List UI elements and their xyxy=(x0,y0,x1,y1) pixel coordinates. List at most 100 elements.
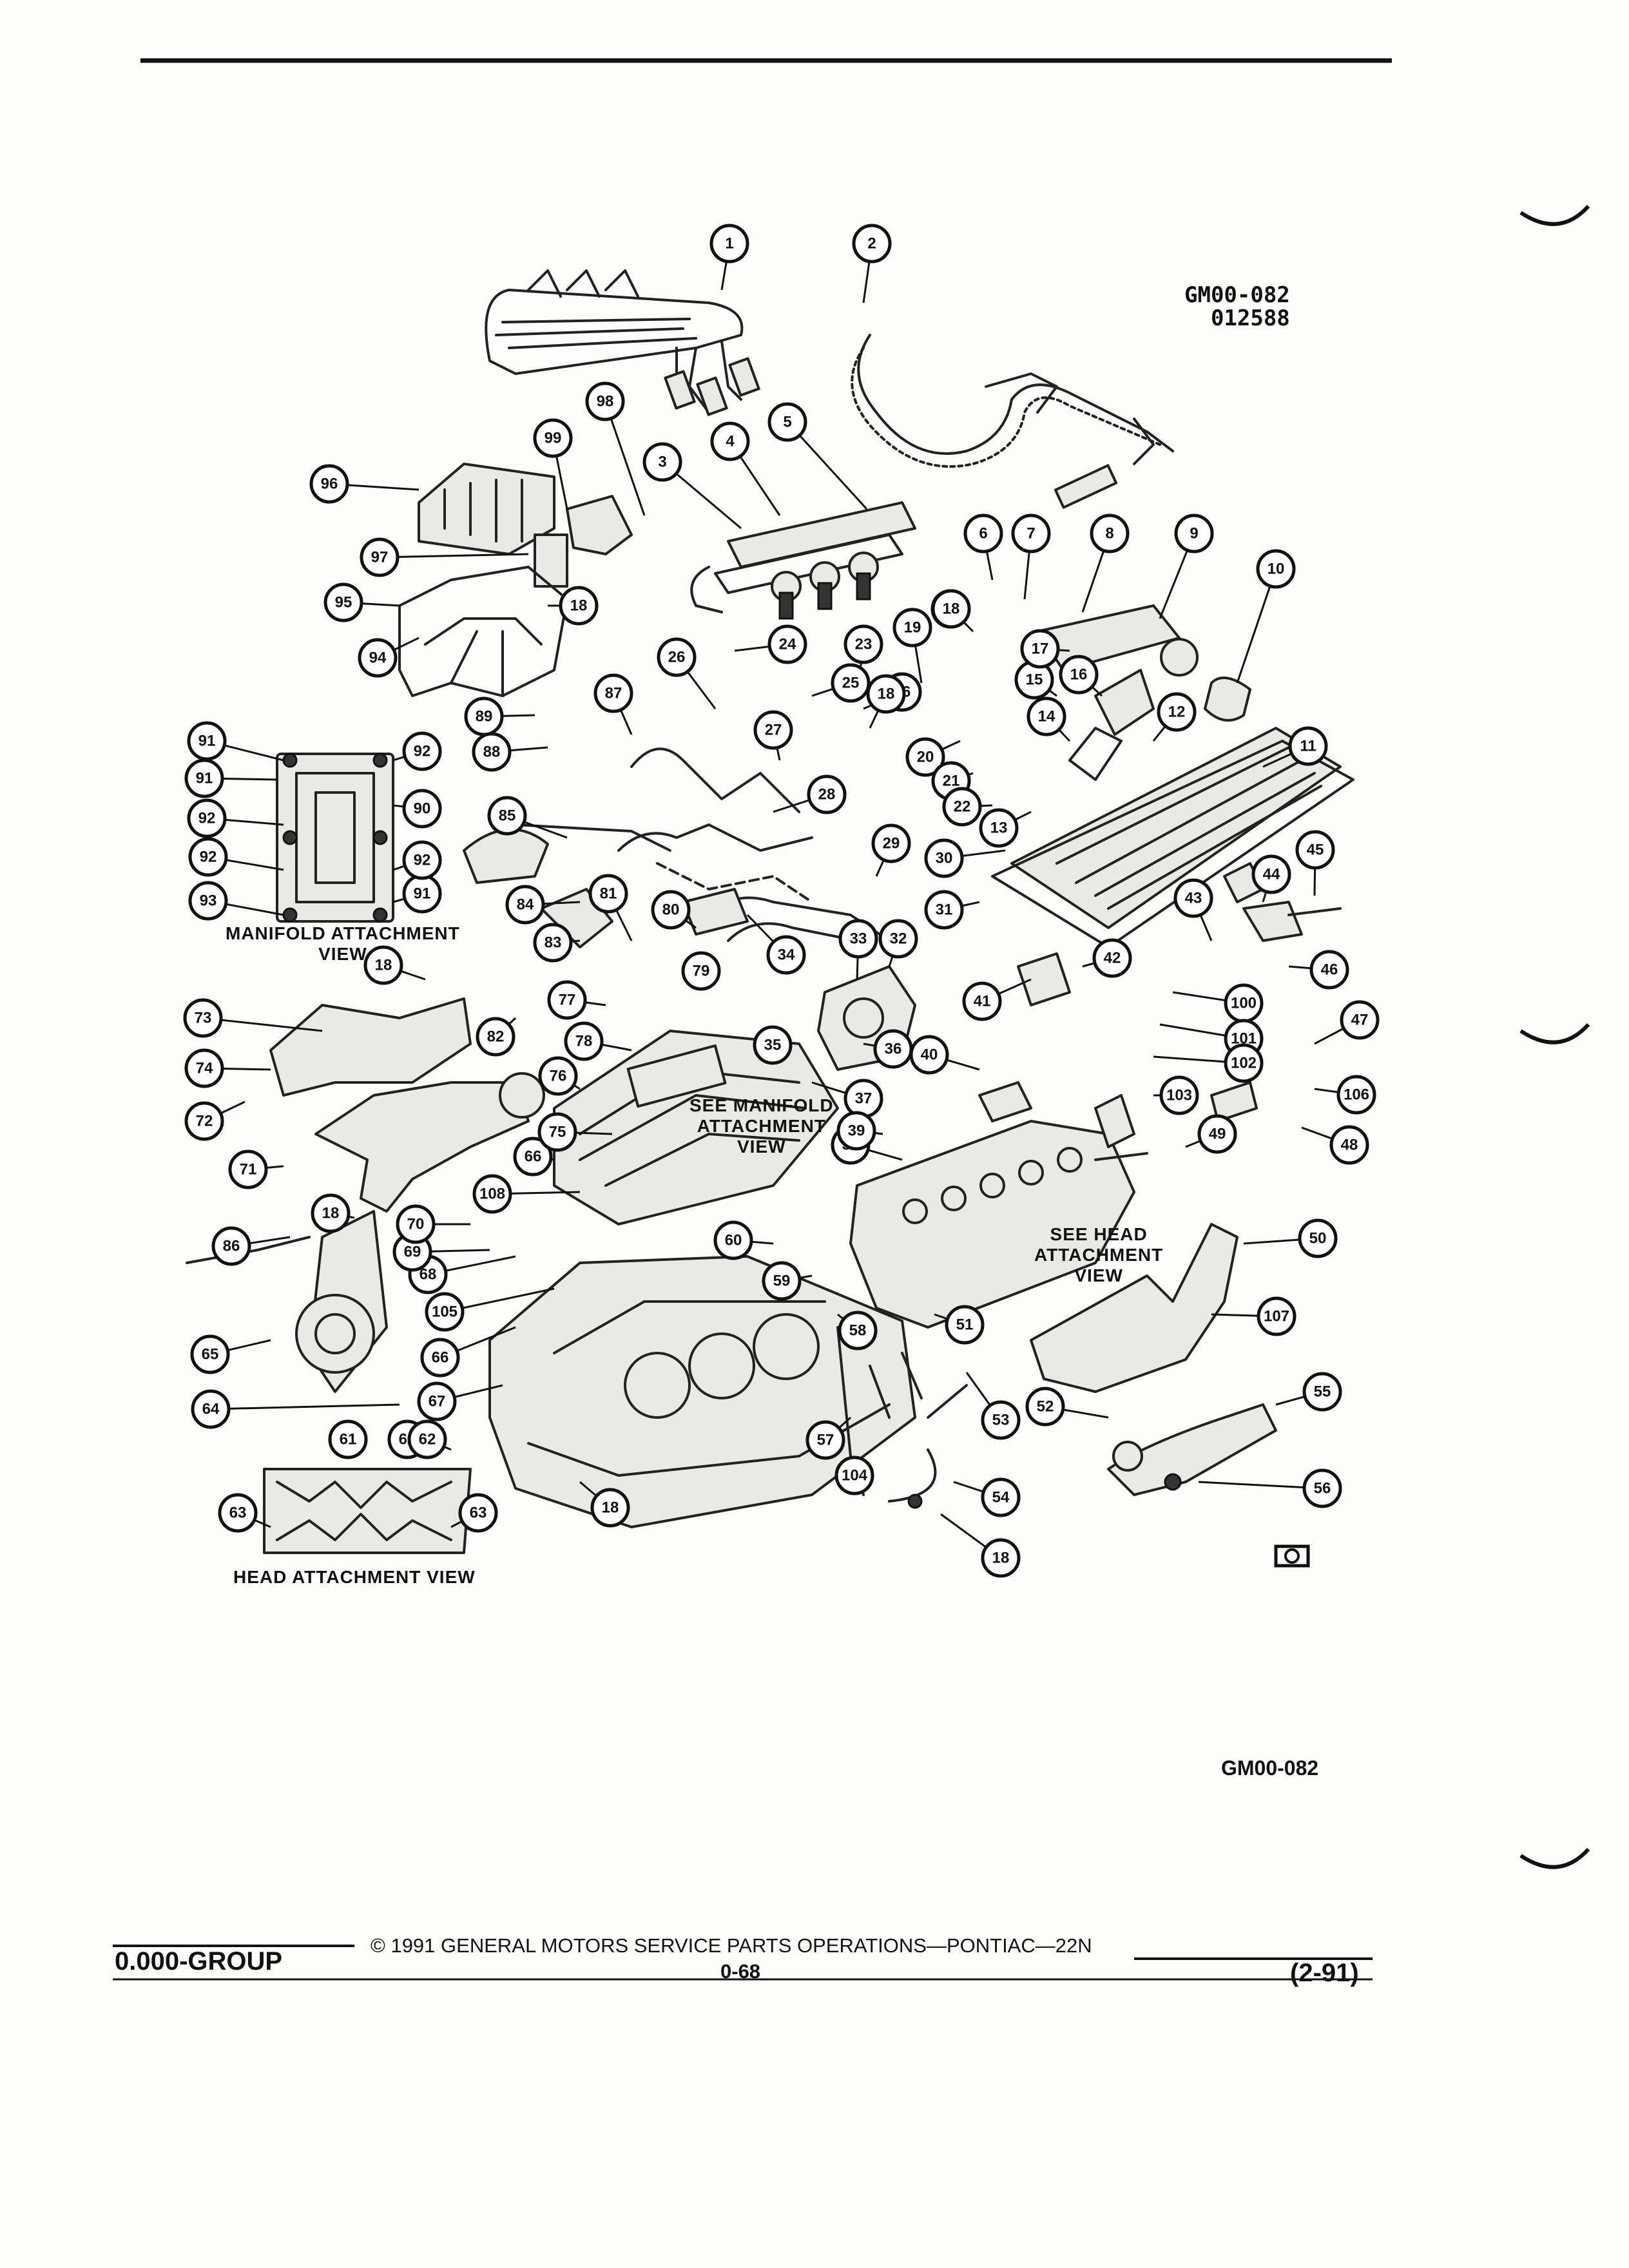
callout-number: 75 xyxy=(549,1124,566,1141)
callout-leader-56 xyxy=(1198,1481,1323,1490)
callout-number: 30 xyxy=(936,850,953,867)
callout-number: 16 xyxy=(1070,666,1088,684)
callout-6: 6 xyxy=(963,514,1003,553)
callout-number: 24 xyxy=(779,636,796,653)
callout-104: 104 xyxy=(834,1456,874,1495)
callout-number: 18 xyxy=(943,601,960,618)
callout-circle xyxy=(360,537,400,577)
callout-number: 107 xyxy=(1264,1308,1289,1325)
callout-64: 64 xyxy=(191,1389,231,1429)
callout-number: 52 xyxy=(1037,1398,1054,1416)
callout-leader-73 xyxy=(202,1017,323,1032)
callout-number: 33 xyxy=(850,930,867,948)
callout-45: 45 xyxy=(1295,830,1335,870)
callout-circle xyxy=(402,731,442,771)
callout-62: 62 xyxy=(407,1419,447,1459)
callout-circle xyxy=(425,1292,465,1332)
callout-95: 95 xyxy=(323,582,363,622)
manifold-attachment-view-label: MANIFOLD ATTACHMENT VIEW xyxy=(226,923,460,964)
callout-number: 74 xyxy=(196,1060,213,1077)
callout-number: 105 xyxy=(432,1303,458,1321)
callout-circle xyxy=(1288,726,1328,766)
callout-60: 60 xyxy=(713,1220,753,1260)
callout-number: 79 xyxy=(693,963,710,980)
callout-number: 97 xyxy=(371,549,389,566)
callout-number: 35 xyxy=(764,1037,782,1054)
callout-67: 67 xyxy=(417,1381,457,1421)
callout-circle xyxy=(1025,1387,1065,1427)
callout-circle xyxy=(767,624,807,664)
callout-circle xyxy=(1309,950,1349,990)
callout-number: 1 xyxy=(725,235,733,253)
callout-circle xyxy=(184,1048,224,1088)
callout-number: 67 xyxy=(429,1393,446,1410)
spark-plug-wire-harness-part xyxy=(485,269,760,416)
callout-91: 91 xyxy=(402,874,442,914)
callout-number: 51 xyxy=(956,1316,974,1334)
callout-circle xyxy=(191,1389,231,1429)
callout-number: 64 xyxy=(202,1401,220,1418)
callout-42: 42 xyxy=(1092,938,1132,978)
callout-number: 42 xyxy=(1104,950,1121,967)
callout-99: 99 xyxy=(533,418,573,458)
callout-number: 54 xyxy=(992,1489,1010,1506)
callout-circle xyxy=(1256,549,1296,589)
callout-circle xyxy=(559,586,599,626)
callout-number: 91 xyxy=(196,770,213,787)
callout-102: 102 xyxy=(1224,1043,1264,1083)
callout-circle xyxy=(1336,1075,1376,1115)
callout-circle xyxy=(871,823,911,863)
callout-leader-98 xyxy=(604,401,646,516)
callout-65: 65 xyxy=(190,1334,230,1374)
callout-90: 90 xyxy=(402,789,442,829)
callout-number: 19 xyxy=(904,619,921,637)
footer-page-number: 0-68 xyxy=(720,1960,761,1983)
callout-48: 48 xyxy=(1329,1125,1369,1165)
callout-number: 10 xyxy=(1268,561,1285,578)
callout-circle xyxy=(1059,655,1099,695)
callout-number: 47 xyxy=(1351,1012,1369,1029)
callout-number: 50 xyxy=(1309,1230,1327,1247)
callout-circle xyxy=(407,1419,447,1459)
callout-22: 22 xyxy=(942,787,982,827)
callout-number: 71 xyxy=(240,1161,257,1178)
callout-circle xyxy=(1157,692,1197,732)
callout-number: 69 xyxy=(404,1244,421,1261)
callout-circle xyxy=(188,881,228,921)
callout-circle xyxy=(547,980,587,1020)
callout-circle xyxy=(762,1261,802,1301)
callout-92: 92 xyxy=(402,840,442,880)
callout-circle xyxy=(1302,1372,1342,1412)
callout-number: 63 xyxy=(229,1504,247,1522)
callout-number: 98 xyxy=(597,393,614,410)
callout-circle xyxy=(590,1488,630,1528)
footer-copyright: © 1991 GENERAL MOTORS SERVICE PARTS OPER… xyxy=(371,1934,1092,1957)
callout-3: 3 xyxy=(642,442,682,482)
callout-number: 78 xyxy=(575,1033,593,1050)
callout-circle xyxy=(402,789,442,829)
callout-circle xyxy=(538,1056,578,1096)
callout-number: 102 xyxy=(1231,1055,1257,1072)
callout-circle xyxy=(1174,514,1214,553)
callout-number: 94 xyxy=(369,649,387,667)
callout-number: 66 xyxy=(432,1349,449,1367)
callout-circle xyxy=(472,1174,512,1214)
callout-number: 58 xyxy=(849,1322,867,1340)
callout-89: 89 xyxy=(464,697,504,736)
ignition-bracket-part xyxy=(398,566,568,697)
callout-circle xyxy=(190,1334,230,1374)
callout-circle xyxy=(487,796,527,836)
callout-31: 31 xyxy=(924,890,964,930)
callout-group: 1234567891011121314151616161718181818181… xyxy=(183,224,1380,1578)
callout-circle xyxy=(1224,1043,1264,1083)
callout-number: 90 xyxy=(414,800,431,818)
footer-date: (2-91) xyxy=(1290,1959,1359,1987)
callout-circle xyxy=(838,1311,878,1350)
callout-circle xyxy=(1173,878,1213,918)
callout-number: 40 xyxy=(921,1046,938,1064)
callout-58: 58 xyxy=(838,1311,878,1350)
callout-18: 18 xyxy=(931,589,971,629)
callout-30: 30 xyxy=(924,838,964,878)
callout-17: 17 xyxy=(1020,629,1060,669)
